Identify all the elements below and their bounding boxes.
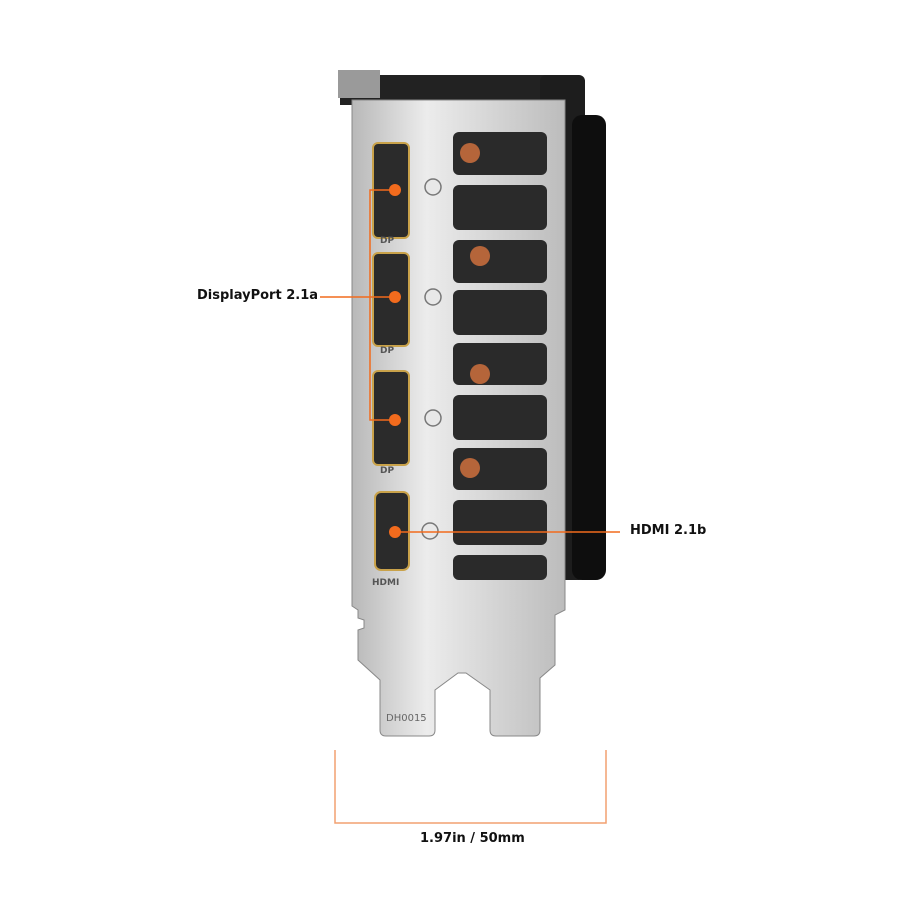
callout-dots (389, 184, 401, 538)
hdmi-callout: HDMI 2.1b (630, 523, 707, 538)
vent-slots (453, 132, 547, 580)
displayport-callout: DisplayPort 2.1a (197, 288, 319, 303)
callout-lines (320, 189, 620, 533)
dp-port-label-2: DP (380, 346, 395, 356)
dimension-bracket (334, 750, 607, 824)
hdmi-port-label: HDMI (372, 578, 400, 588)
screw-icons (421, 178, 442, 540)
dp-port-label-1: DP (380, 236, 395, 246)
dimension-label: 1.97in / 50mm (420, 831, 525, 846)
bracket-marking: DH0015 (386, 713, 427, 724)
dp-port-label-3: DP (380, 466, 395, 476)
heatpipes (460, 143, 490, 478)
